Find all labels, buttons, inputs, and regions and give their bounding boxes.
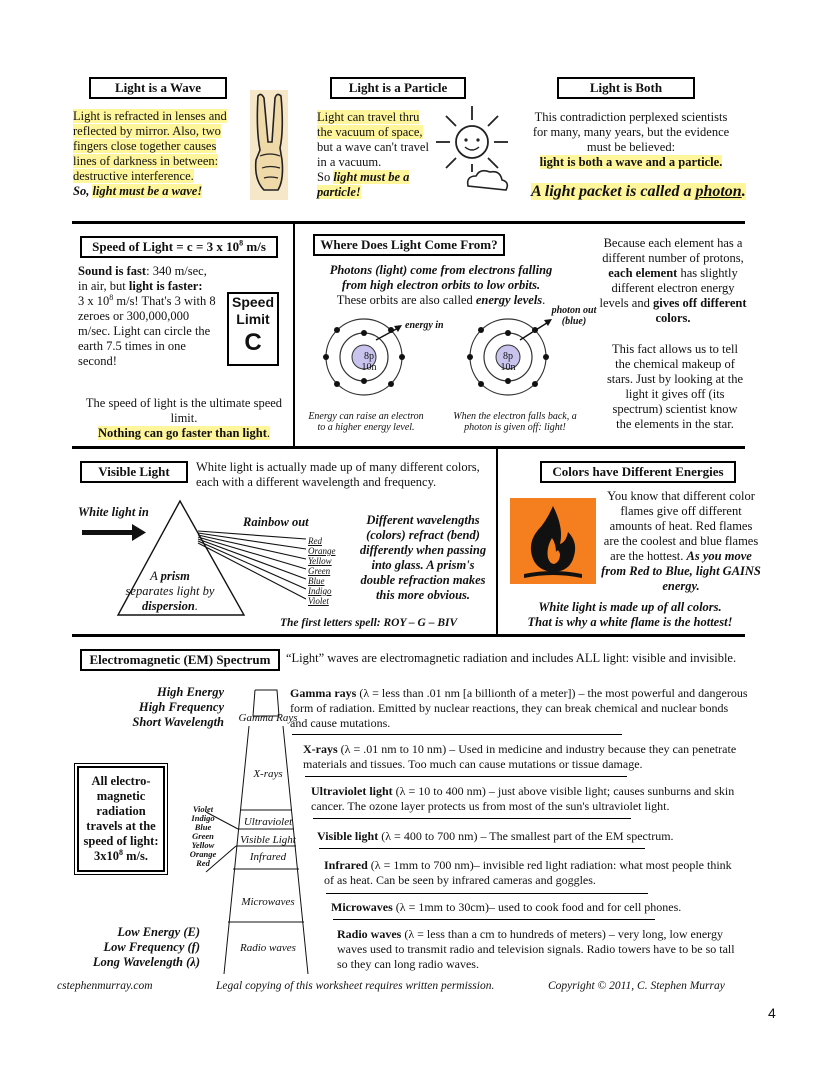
underline-xray <box>305 776 627 777</box>
em-title: Electromagnetic (EM) Spectrum <box>80 649 280 671</box>
band-ultraviolet: Ultraviolet <box>243 816 293 828</box>
band-radio: Radio waves <box>240 942 296 954</box>
energies-text: You know that different color flames giv… <box>601 489 761 593</box>
color-blue: Blue <box>308 576 325 586</box>
underline-visible <box>319 848 645 849</box>
color-yellow: Yellow <box>308 556 332 566</box>
speed-ultimate: The speed of light is the ultimate speed… <box>85 396 283 440</box>
white-flame-text: White light is made up of all colors.Tha… <box>527 600 733 629</box>
atom-2 <box>467 318 552 396</box>
page-number: 4 <box>768 1005 776 1021</box>
atom-caption-1: Energy can raise an electron to a higher… <box>308 411 424 433</box>
color-green: Green <box>308 566 331 576</box>
band-infrared: Infrared <box>249 851 287 863</box>
prism-caption: A prism separates light by dispersion. <box>125 569 215 613</box>
em-pyramid <box>205 689 309 975</box>
rainbow-out-label: Rainbow out <box>243 515 309 529</box>
visible-title: Visible Light <box>80 461 188 483</box>
both-title: Light is Both <box>557 77 695 99</box>
source-right-text-2: This fact allows us to tell the chemical… <box>606 342 744 431</box>
footer-site: cstephenmurray.com <box>57 980 153 992</box>
band-gamma: Gamma Rays <box>238 712 298 724</box>
photon-out-label: photon out (blue) <box>551 305 597 327</box>
infrared-desc: Infrared (λ = 1mm to 700 nm)– invisible … <box>324 858 732 887</box>
underline-infrared <box>326 893 648 894</box>
particle-text: Light can travel thru the vacuum of spac… <box>317 110 429 199</box>
low-energy-labels: Low Energy (E)Low Frequency (f)Long Wave… <box>92 925 200 969</box>
visible-desc: Visible light (λ = 400 to 700 nm) – The … <box>317 829 674 843</box>
energy-in-label: energy in <box>405 320 444 331</box>
underline-gamma <box>292 734 622 735</box>
radio-desc: Radio waves (λ = less than a cm to hundr… <box>337 927 735 971</box>
color-indigo: Indigo <box>308 586 332 596</box>
footer-legal: Legal copying of this worksheet requires… <box>216 980 495 992</box>
wave-title: Light is a Wave <box>89 77 227 99</box>
band-xray: X-rays <box>253 768 283 780</box>
atom-diagram <box>323 318 552 396</box>
all-em-box: All electro-magnetic radiation travels a… <box>74 763 168 875</box>
band-microwaves: Microwaves <box>241 896 295 908</box>
footer-copyright: Copyright © 2011, C. Stephen Murray <box>548 980 725 992</box>
divider-1 <box>72 221 745 224</box>
divider-2 <box>72 446 745 449</box>
source-right-text-1: Because each element has a different num… <box>599 236 747 325</box>
speed-title: Speed of Light = c = 3 x 108 m/s <box>80 236 278 258</box>
source-title: Where Does Light Come From? <box>313 234 505 256</box>
atom-caption-2: When the electron falls back, a photon i… <box>453 411 577 433</box>
underline-microwaves <box>333 919 655 920</box>
peace-hand-icon <box>250 90 288 200</box>
white-light-in-label: White light in <box>78 505 149 519</box>
atom-1 <box>323 318 405 396</box>
divider-v1 <box>293 224 295 446</box>
em-intro: “Light” waves are electromagnetic radiat… <box>286 651 737 665</box>
microwaves-desc: Microwaves (λ = 1mm to 30cm)– used to co… <box>331 900 682 914</box>
rainbow-colors: Red Orange Yellow Green Blue Indigo Viol… <box>308 536 336 606</box>
roygbiv-note: The first letters spell: ROY – G – BIV <box>280 617 458 629</box>
particle-title: Light is a Particle <box>330 77 466 99</box>
photon-statement: A light packet is called a photon. <box>531 183 746 200</box>
color-violet: Violet <box>308 596 329 606</box>
energies-title: Colors have Different Energies <box>540 461 736 483</box>
wave-text: Light is refracted in lenses and reflect… <box>73 109 227 198</box>
divider-3 <box>72 634 745 637</box>
refraction-text: Different wavelengths (colors) refract (… <box>359 513 487 602</box>
divider-v2 <box>496 449 498 635</box>
gamma-desc: Gamma rays (λ = less than .01 nm [a bill… <box>290 686 748 730</box>
color-red: Red <box>308 536 322 546</box>
prism-diagram <box>82 499 307 616</box>
both-text: This contradiction perplexed scientists … <box>532 110 730 169</box>
visible-intro: White light is actually made up of many … <box>196 460 480 489</box>
color-orange: Orange <box>308 546 336 556</box>
xray-desc: X-rays (λ = .01 nm to 10 nm) – Used in m… <box>303 742 737 771</box>
flame-icon <box>510 498 596 584</box>
speed-limit-sign: Speed Limit C <box>227 292 279 366</box>
uv-desc: Ultraviolet light (λ = 10 to 400 nm) – j… <box>311 784 735 813</box>
underline-uv <box>313 818 631 819</box>
source-text: Photons (light) come from electrons fall… <box>329 263 553 307</box>
band-visible: Visible Light <box>240 834 296 846</box>
sun-icon <box>436 106 509 191</box>
speed-text: Sound is fast: 340 m/sec, in air, but li… <box>78 264 216 368</box>
